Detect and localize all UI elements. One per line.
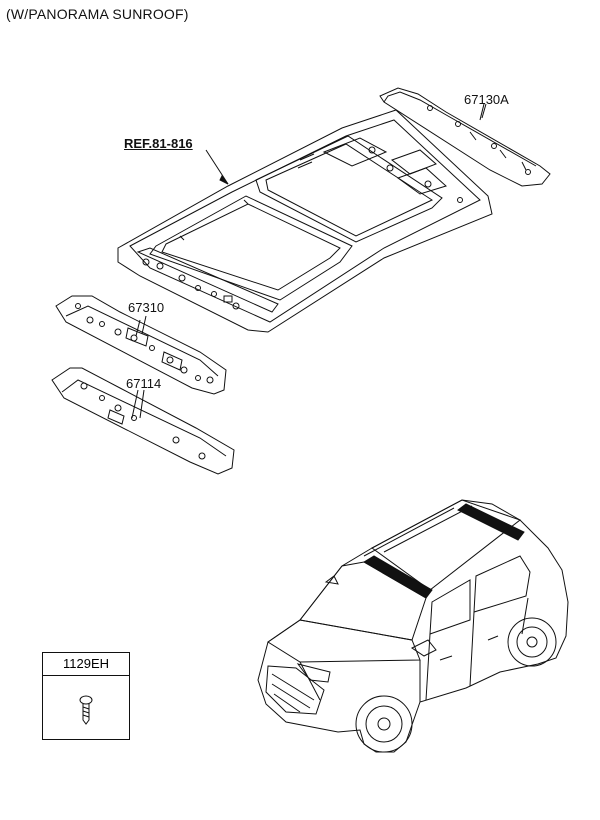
page-title: (W/PANORAMA SUNROOF) (6, 6, 189, 22)
vehicle-illustration (257, 499, 569, 753)
ref-callout: REF.81-816 (124, 136, 193, 151)
part-number-label: 1129EH (43, 653, 129, 676)
front-roof-rail (55, 295, 227, 395)
leader-67114 (131, 389, 139, 419)
screw-icon (79, 695, 93, 725)
rear-roof-rail (379, 87, 551, 187)
leader-67310 (141, 315, 147, 335)
parts-box: 1129EH (42, 652, 130, 740)
ref-leader (205, 149, 229, 185)
leader-67130a (481, 103, 487, 119)
callout-67130a: 67130A (464, 92, 509, 107)
callout-67114: 67114 (126, 376, 162, 391)
roof-panel (117, 109, 493, 333)
callout-67310: 67310 (128, 300, 165, 315)
front-header-panel (51, 367, 235, 475)
